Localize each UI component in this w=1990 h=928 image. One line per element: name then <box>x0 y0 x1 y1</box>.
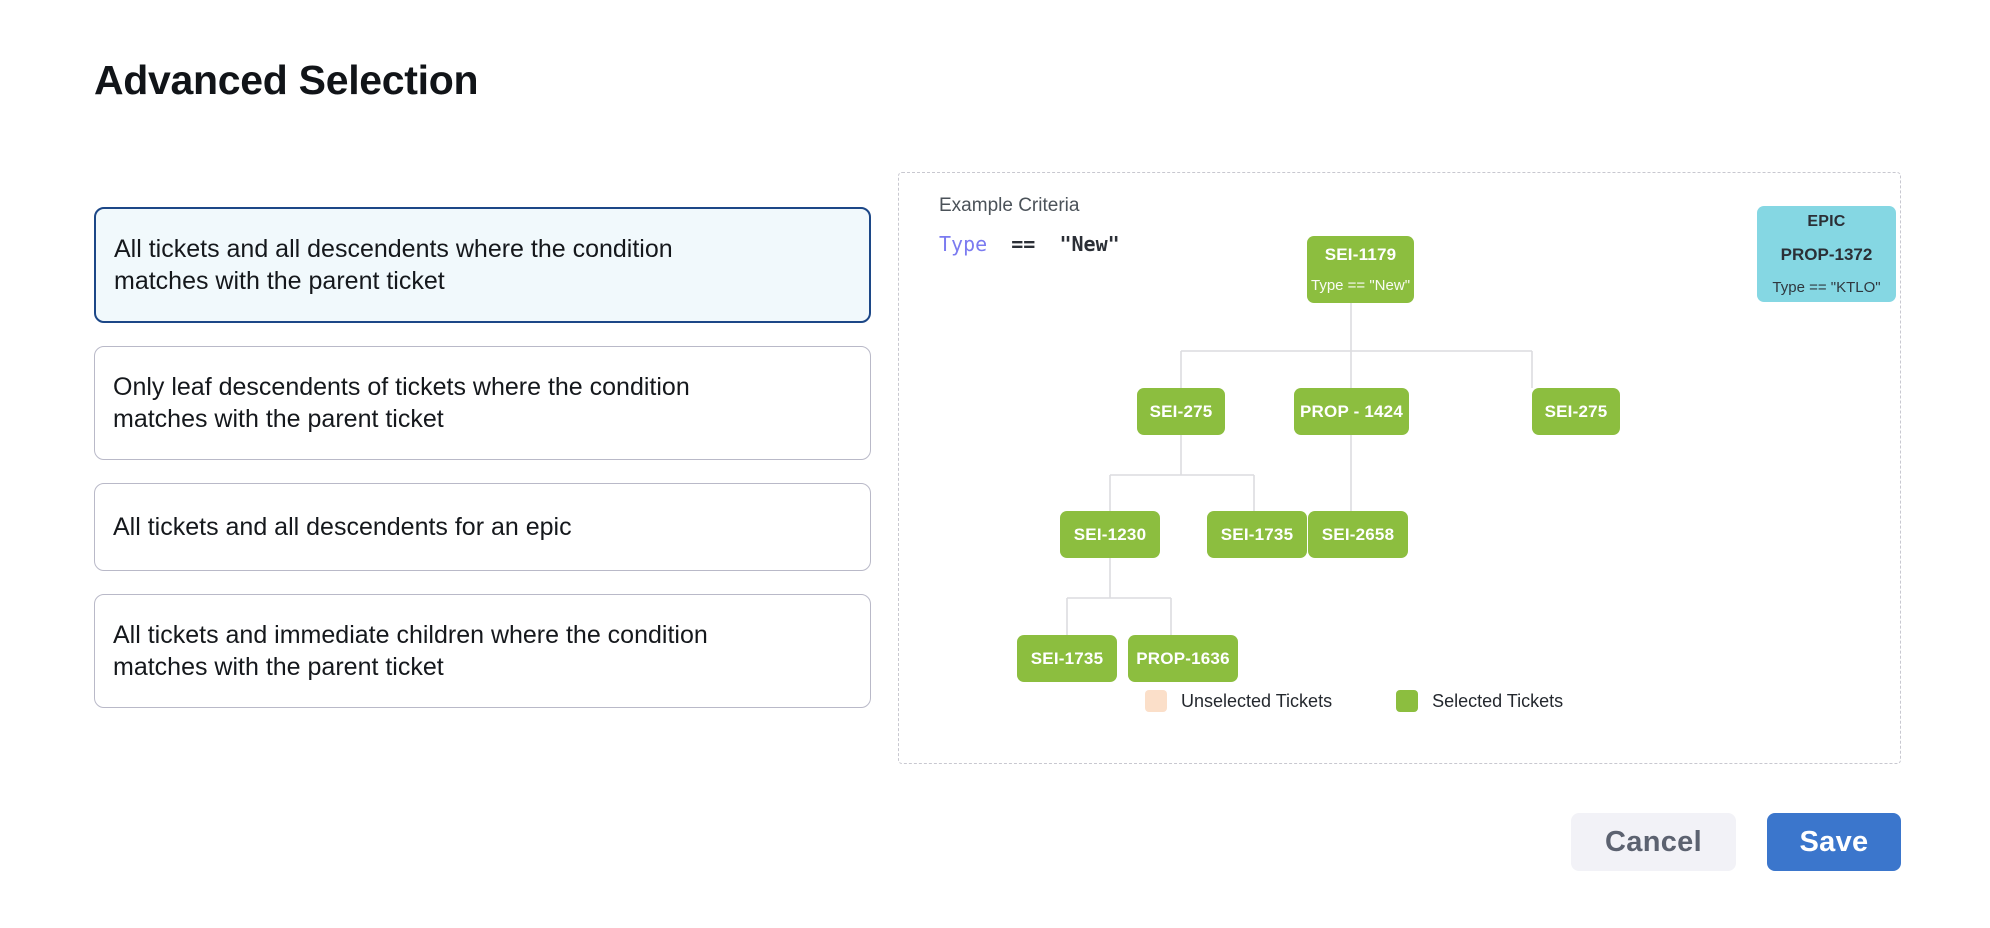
criteria-title: Example Criteria <box>939 195 1080 216</box>
node-condition: Type == "New" <box>1310 277 1411 294</box>
legend-item-unselected: Unselected Tickets <box>1145 690 1332 712</box>
node-key: SEI-275 <box>1149 401 1213 421</box>
tree-node-sei-1735-leaf[interactable]: SEI-1735 <box>1017 635 1117 682</box>
legend-swatch-unselected <box>1145 690 1167 712</box>
criteria-value: "New" <box>1059 232 1120 256</box>
tree-node-sei-1735-mid[interactable]: SEI-1735 <box>1207 511 1307 558</box>
node-epic-label: EPIC <box>1807 212 1846 230</box>
option-label: All tickets and immediate children where… <box>113 621 708 681</box>
node-key: SEI-1735 <box>1030 648 1104 668</box>
dialog-footer: Cancel Save <box>0 813 1901 871</box>
page-title: Advanced Selection <box>94 57 479 103</box>
option-label: All tickets and all descendents for an e… <box>113 513 572 541</box>
option-leaf-descendents-condition[interactable]: Only leaf descendents of tickets where t… <box>94 346 871 460</box>
node-key: SEI-1735 <box>1220 524 1294 544</box>
legend-item-selected: Selected Tickets <box>1396 690 1563 712</box>
tree-node-epic[interactable]: EPIC PROP-1372 Type == "KTLO" <box>1757 206 1896 302</box>
selection-options-list: All tickets and all descendents where th… <box>94 207 871 731</box>
node-key: SEI-275 <box>1544 401 1608 421</box>
option-label: Only leaf descendents of tickets where t… <box>113 373 690 433</box>
node-key: SEI-2658 <box>1321 524 1395 544</box>
cancel-button[interactable]: Cancel <box>1571 813 1736 871</box>
node-key: PROP - 1424 <box>1300 401 1403 421</box>
criteria-field: Type <box>939 232 988 256</box>
tree-node-sei-1230[interactable]: SEI-1230 <box>1060 511 1160 558</box>
node-key: PROP-1372 <box>1780 244 1873 264</box>
node-condition: Type == "KTLO" <box>1772 278 1881 296</box>
legend-swatch-selected <box>1396 690 1419 712</box>
option-label: All tickets and all descendents where th… <box>114 235 673 295</box>
option-all-descendents-condition[interactable]: All tickets and all descendents where th… <box>94 207 871 323</box>
tree-node-prop-1636[interactable]: PROP-1636 <box>1128 635 1238 682</box>
legend-label: Selected Tickets <box>1432 690 1564 711</box>
tree-node-prop-1424[interactable]: PROP - 1424 <box>1294 388 1409 435</box>
tree-node-root[interactable]: SEI-1179 Type == "New" <box>1307 236 1414 303</box>
tree-connectors <box>1066 303 1533 635</box>
example-diagram-panel: Example Criteria Type == "New" <box>898 172 1901 764</box>
diagram-legend: Unselected Tickets Selected Tickets <box>1145 690 1563 712</box>
tree-node-sei-2658[interactable]: SEI-2658 <box>1308 511 1408 558</box>
save-button[interactable]: Save <box>1767 813 1901 871</box>
legend-label: Unselected Tickets <box>1181 690 1333 711</box>
option-immediate-children-condition[interactable]: All tickets and immediate children where… <box>94 594 871 708</box>
criteria-expression: Type == "New" <box>939 232 1120 256</box>
node-key: SEI-1179 <box>1324 245 1397 264</box>
option-all-descendents-epic[interactable]: All tickets and all descendents for an e… <box>94 483 871 571</box>
criteria-operator: == <box>1011 232 1036 256</box>
tree-node-sei-275-left[interactable]: SEI-275 <box>1137 388 1225 435</box>
tree-node-sei-275-right[interactable]: SEI-275 <box>1532 388 1620 435</box>
node-key: SEI-1230 <box>1073 524 1147 544</box>
node-key: PROP-1636 <box>1136 648 1230 668</box>
